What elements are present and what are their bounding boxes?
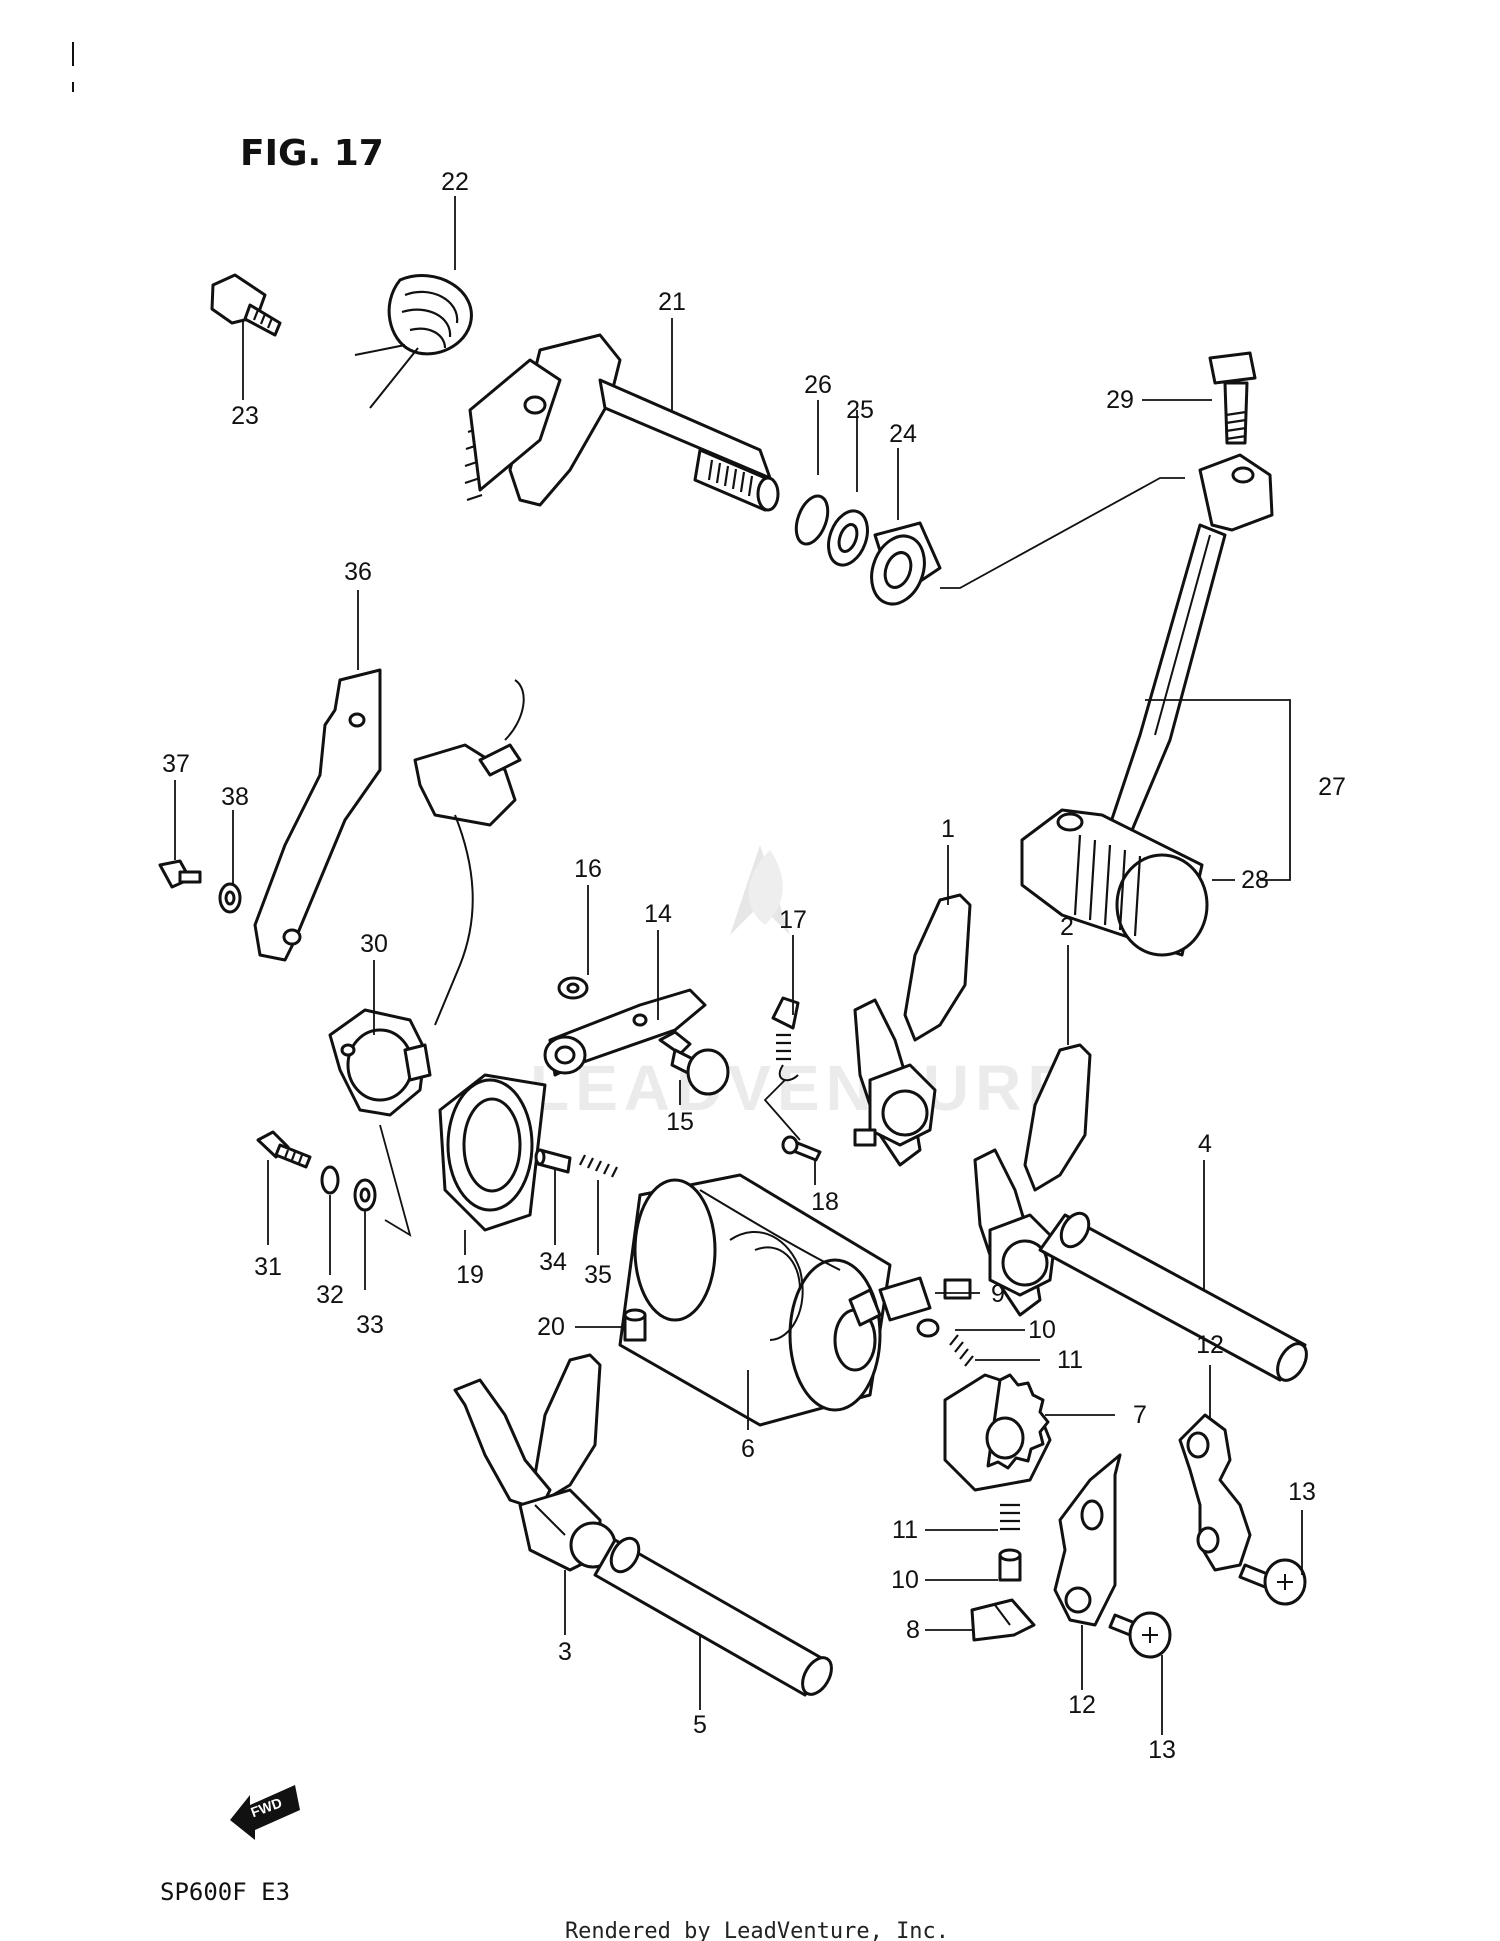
part-22-pin — [623, 1308, 647, 1342]
callout-33: 31 — [254, 1253, 282, 1281]
figure-title: FIG. 17 — [240, 133, 384, 174]
leader-19-20 — [763, 1079, 801, 1141]
callout-28: 26 — [804, 371, 832, 399]
callout-14: 12 — [1196, 1331, 1224, 1359]
callout-20: 18 — [811, 1188, 839, 1216]
callout-21: 19 — [456, 1261, 484, 1289]
callout-35: 33 — [356, 1311, 384, 1339]
part-21-cam-guide-plate — [438, 1073, 547, 1232]
part-4-fork-shaft — [1038, 1211, 1308, 1382]
part-7-cam-driven-gear — [943, 1373, 1052, 1492]
part-17-bolt — [658, 1030, 730, 1096]
callout-40: 38 — [221, 783, 249, 811]
part-37-spring — [579, 1154, 618, 1178]
part-1-shift-fork — [853, 893, 972, 1167]
watermark-text: LEADVENTURE — [530, 1052, 1076, 1124]
part-36-pin — [534, 1148, 572, 1174]
watermark: LEADVENTURE — [530, 845, 1076, 1124]
callout-25: 23 — [231, 402, 259, 430]
part-2-shift-fork — [943, 1043, 1092, 1317]
callout-10-lower: 10 — [891, 1566, 919, 1594]
part-27-washer — [827, 509, 869, 567]
part-34-washer — [320, 1165, 340, 1195]
part-26-bearing — [870, 521, 942, 606]
part-19-spring — [771, 996, 800, 1082]
part-38-plate — [253, 668, 382, 962]
callout-37: 35 — [584, 1261, 612, 1289]
part-33-bolt — [256, 1130, 312, 1169]
callout-7: 7 — [1133, 1401, 1147, 1429]
part-15-screw — [1238, 1558, 1307, 1606]
callout-18: 16 — [574, 855, 602, 883]
callout-13: 13 — [1148, 1736, 1176, 1764]
callout-38: 36 — [344, 558, 372, 586]
part-39-screw — [158, 859, 202, 889]
part-11-spring-lower — [1000, 1503, 1020, 1531]
callout-9: 9 — [991, 1280, 1005, 1308]
part-18-washer — [557, 976, 589, 1000]
part-31-bolt — [1208, 351, 1257, 445]
callout-labels: 22 23 21 26 25 24 29 27 28 36 37 38 30 1… — [162, 168, 1346, 1764]
part-28-circlip — [794, 494, 830, 546]
callout-10-upper: 10 — [1028, 1316, 1056, 1344]
callout-11-upper: 11 — [1057, 1346, 1083, 1374]
part-32-gear-position-switch — [328, 679, 525, 1117]
callout-1: 1 — [941, 815, 955, 843]
callout-34: 32 — [316, 1281, 344, 1309]
part-11-spring-upper — [949, 1334, 974, 1367]
render-credit: Rendered by LeadVenture, Inc. — [565, 1919, 949, 1941]
part-24-spring — [354, 274, 473, 409]
callout-12: 12 — [1068, 1691, 1096, 1719]
callout-16: 14 — [644, 900, 672, 928]
part-20-pin — [781, 1135, 822, 1162]
callout-leaders — [174, 196, 1303, 1735]
part-8-stopper — [970, 1598, 1036, 1642]
part-29-gearshift-lever — [1108, 453, 1274, 837]
part-16-stopper-arm — [543, 988, 707, 1077]
callout-39: 37 — [162, 750, 190, 778]
callout-2: 2 — [1060, 913, 1074, 941]
part-3-shift-fork — [453, 1353, 617, 1572]
part-10-pin-upper — [916, 1318, 940, 1338]
part-30-shift-rubber — [1020, 808, 1209, 957]
callout-3: 3 — [558, 1638, 572, 1666]
part-40-washer — [218, 882, 242, 914]
callout-4: 4 — [1198, 1130, 1212, 1158]
callout-26: 24 — [889, 420, 917, 448]
callout-6: 6 — [741, 1435, 755, 1463]
part-5-fork-shaft — [593, 1536, 833, 1697]
callout-29: 27 — [1318, 773, 1346, 801]
model-code: SP600F E3 — [160, 1878, 290, 1906]
callout-23: 21 — [658, 288, 686, 316]
part-25-bolt — [210, 273, 282, 337]
part-23-gearshift-shaft — [464, 333, 780, 512]
callout-15: 13 — [1288, 1478, 1316, 1506]
callout-31: 29 — [1106, 386, 1134, 414]
callout-17: 15 — [666, 1108, 694, 1136]
callout-8: 8 — [906, 1616, 920, 1644]
part-13-screw — [1108, 1611, 1172, 1659]
callout-22: 20 — [537, 1313, 565, 1341]
callout-30: 28 — [1241, 866, 1269, 894]
leader-26-to-29 — [940, 477, 1185, 589]
part-14-plate — [1178, 1413, 1252, 1572]
callout-19: 17 — [779, 906, 807, 934]
part-12-stopper-plate — [1053, 1453, 1122, 1627]
callout-36: 34 — [539, 1248, 567, 1276]
callout-11-lower: 11 — [892, 1516, 918, 1544]
leader-32-lines — [379, 1124, 412, 1237]
callout-5: 5 — [693, 1711, 707, 1739]
callout-24: 22 — [441, 168, 469, 196]
callout-27: 25 — [846, 396, 874, 424]
part-10-pin-lower — [998, 1548, 1022, 1582]
part-6-gearshift-cam — [618, 1173, 892, 1427]
part-35-washer — [353, 1178, 377, 1212]
callout-32: 30 — [360, 930, 388, 958]
fwd-arrow-icon: FWD — [230, 1785, 300, 1840]
part-9-pawl — [878, 1276, 932, 1322]
